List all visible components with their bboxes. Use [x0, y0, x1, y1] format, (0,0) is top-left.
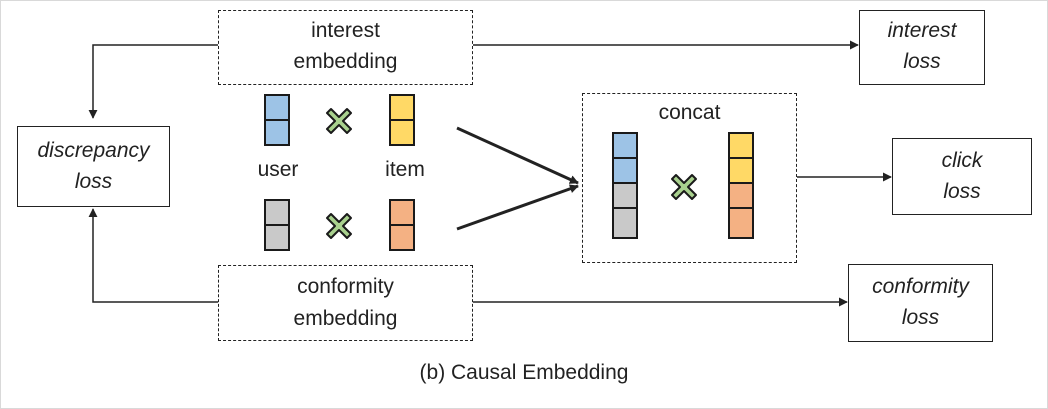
cross-icon	[326, 108, 352, 134]
concat-box	[582, 93, 797, 263]
conformity-embedding-label-line1: conformity	[297, 275, 394, 298]
discrepancy-loss-box	[17, 126, 170, 207]
click-loss-label-line2: loss	[943, 180, 981, 203]
concat-item-cell	[728, 207, 754, 239]
cross-icon	[326, 213, 352, 239]
user-conformity-cell	[264, 224, 290, 251]
concat-item-cell	[728, 182, 754, 209]
concat-label: concat	[658, 101, 721, 124]
figure-caption: (b) Causal Embedding	[419, 361, 629, 384]
user-label: user	[257, 158, 299, 181]
conformity-embedding-box	[218, 265, 473, 341]
concat-item-cell	[728, 132, 754, 159]
conformity-loss-box	[848, 264, 993, 342]
interest-embedding-box	[218, 10, 473, 85]
item-interest-cell	[389, 119, 415, 146]
click-loss-box	[892, 138, 1032, 215]
cross-icon	[671, 174, 697, 200]
interest-loss-label-line1: interest	[887, 19, 957, 42]
arrow-conformity-to-discrepancy	[88, 208, 218, 303]
arrow-interest-to-discrepancy	[88, 44, 218, 119]
conformity-loss-label-line1: conformity	[872, 275, 969, 298]
conformity-embedding-label-line2: embedding	[293, 307, 398, 330]
interest-embedding-label-line2: embedding	[293, 50, 398, 73]
discrepancy-loss-label-line2: loss	[74, 170, 113, 193]
user-interest-cell	[264, 119, 290, 146]
concat-user-cell	[612, 157, 638, 184]
concat-user-cell	[612, 207, 638, 239]
item-interest-cell	[389, 94, 415, 121]
arrow-conformity-pair-to-concat	[456, 184, 579, 231]
interest-embedding-label-line1: interest	[311, 19, 380, 42]
interest-loss-label-line2: loss	[903, 50, 941, 73]
conformity-loss-label-line2: loss	[901, 306, 940, 329]
item-conformity-cell	[389, 224, 415, 251]
click-loss-label-line1: click	[941, 149, 983, 172]
discrepancy-loss-label-line1: discrepancy	[37, 139, 150, 162]
item-label: item	[385, 158, 425, 181]
interest-loss-box	[859, 10, 985, 85]
arrow-interest-pair-to-concat	[456, 126, 579, 185]
